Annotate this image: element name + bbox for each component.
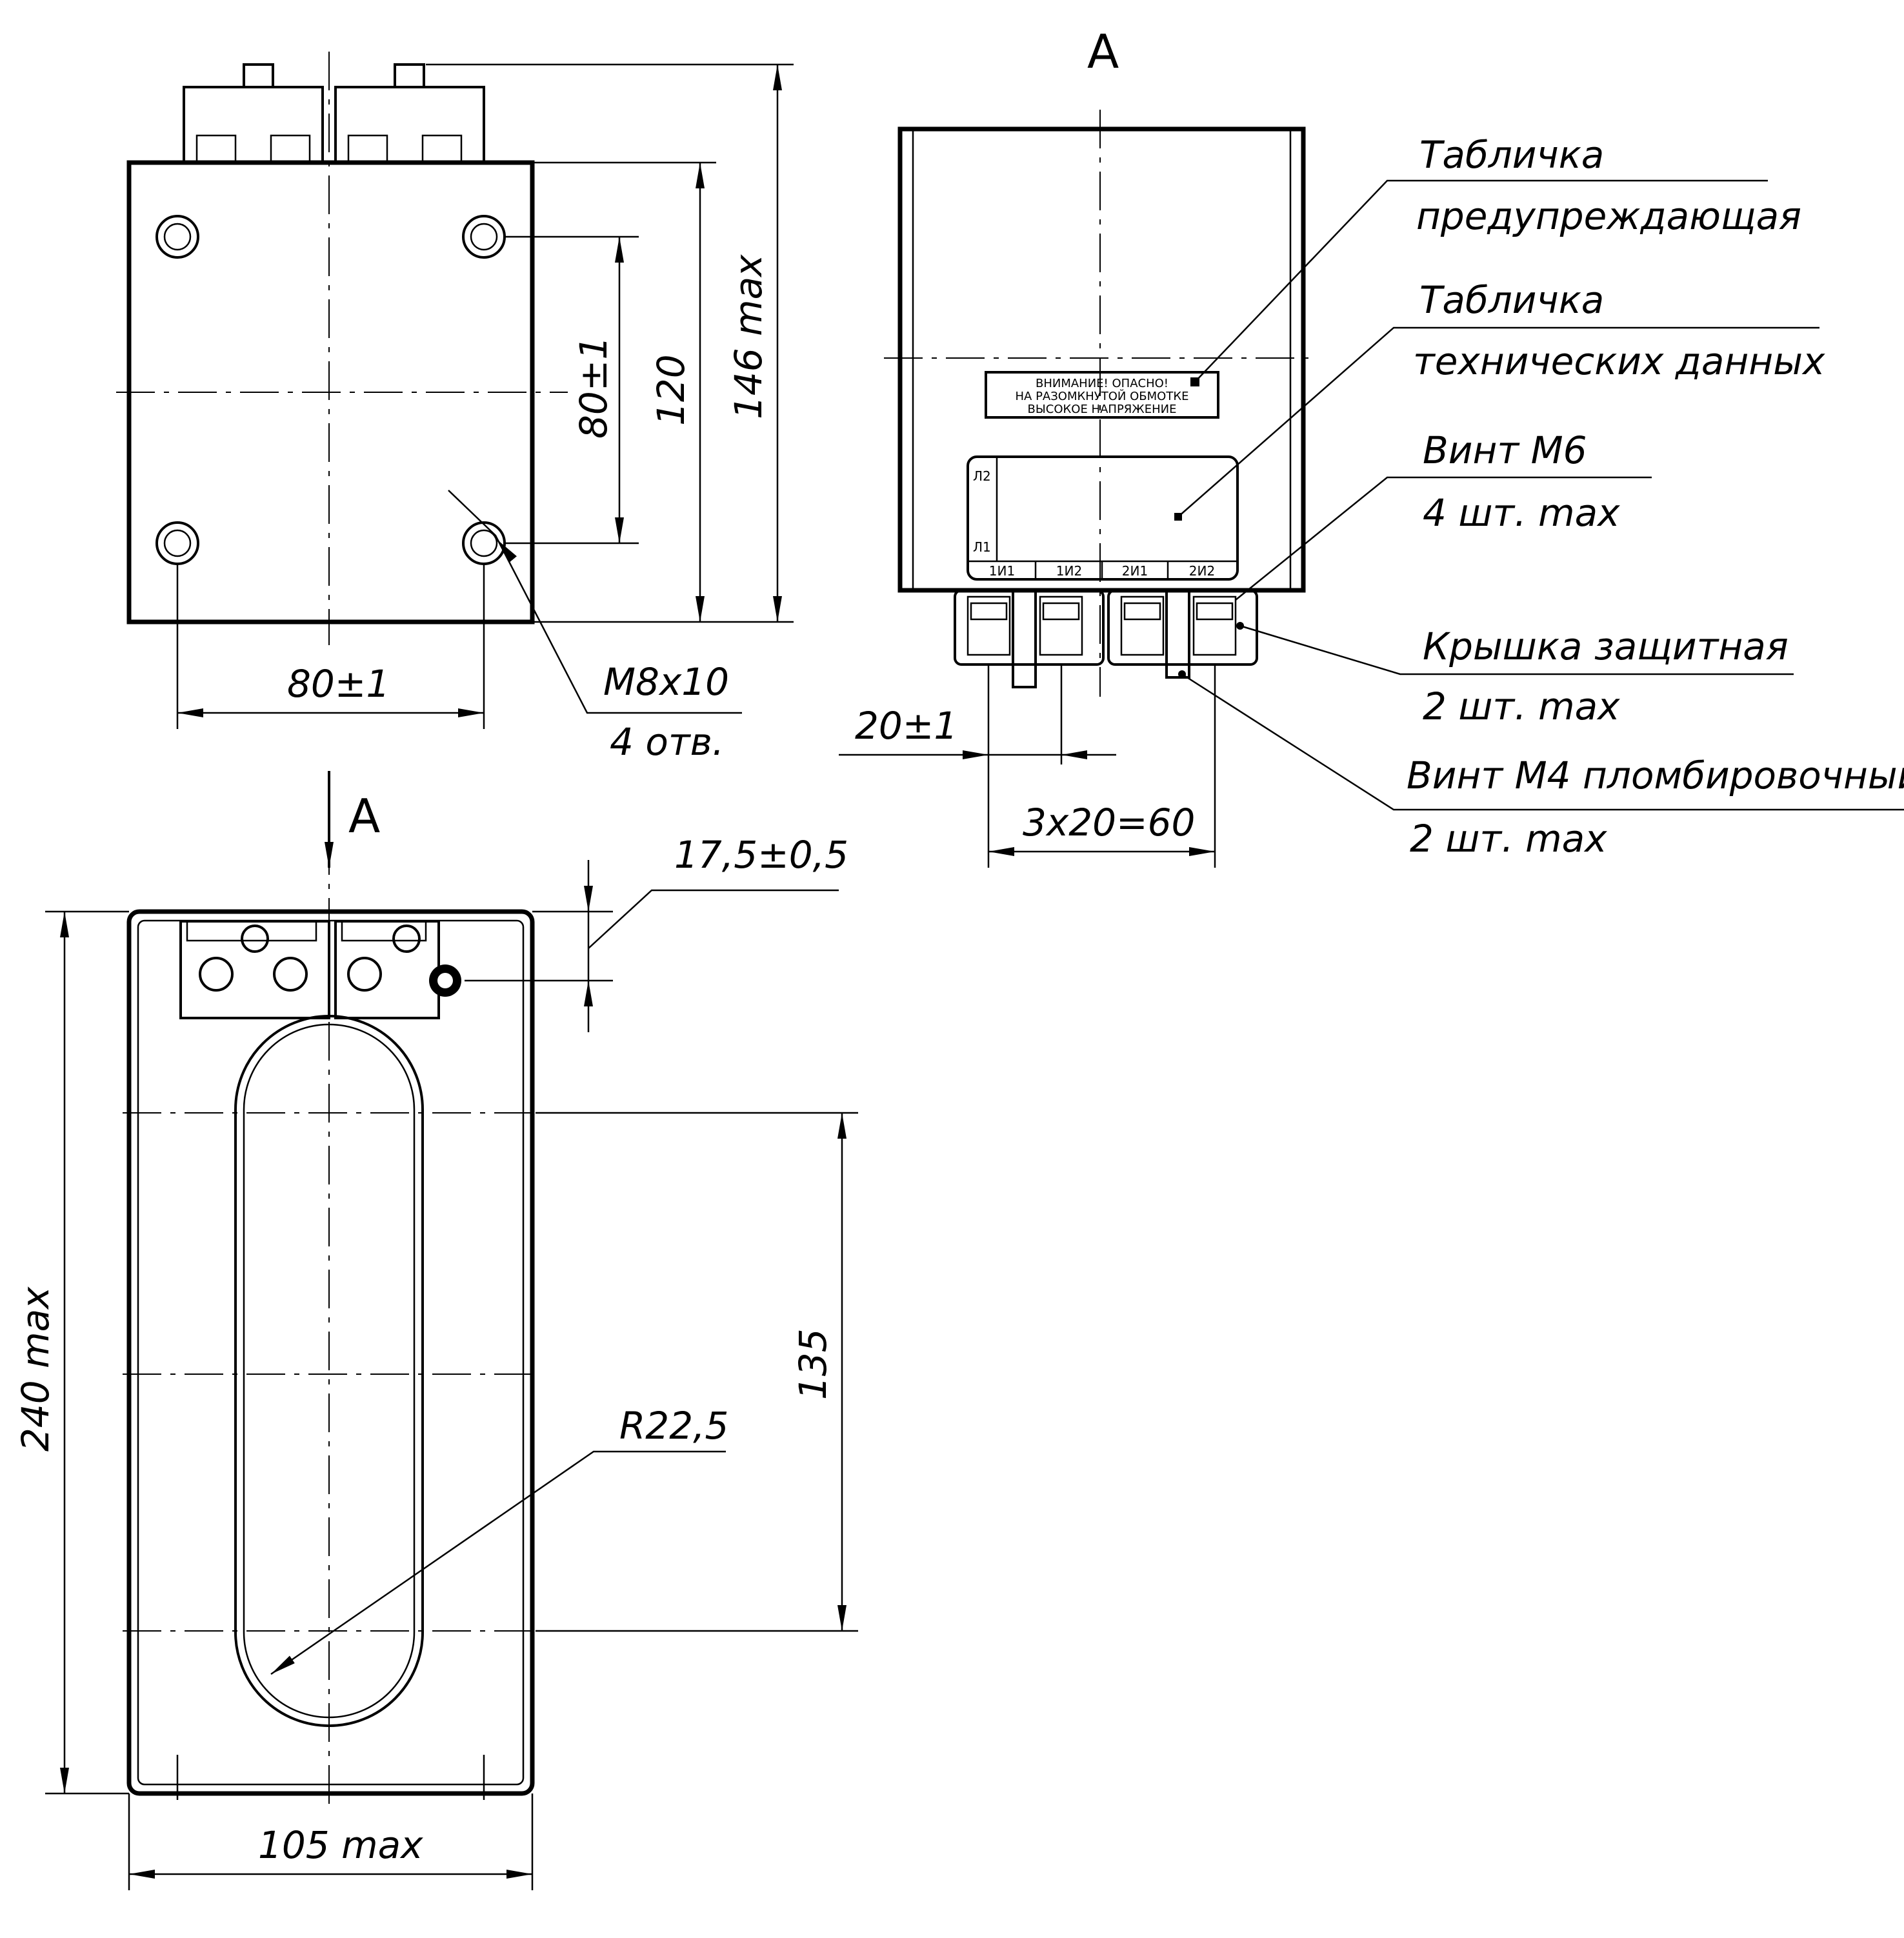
callout-data-plate-title: Табличка [1419,278,1604,322]
callout-warning-plate-title: Табличка [1419,133,1604,177]
dim-holes-height: 80±1 [572,336,616,439]
callout-screw-m6-title: Винт М6 [1423,428,1587,472]
dim-front-width: 105 max [258,1823,423,1867]
top-terminal-screws [195,134,463,164]
callout-cover-qty: 2 шт. max [1423,684,1620,728]
terminal-l2: Л2 [973,468,991,484]
view-a: А ВНИМАНИЕ! ОПАСНО! НА РАЗОМКНУТОЙ ОБМОТ… [839,25,1904,868]
callout-cover-title: Крышка защитная [1423,624,1789,668]
callout-seal-screw-title: Винт М4 пломбировочный [1407,754,1904,797]
terminal-2i1: 2И1 [1122,563,1148,579]
callout-seal-screw-qty: 2 шт. max [1410,817,1607,861]
dim-body-height: 120 [649,354,693,426]
dim-terminal-span: 3x20=60 [1023,801,1195,844]
callouts: Табличка предупреждающая Табличка технич… [1407,133,1904,861]
dim-terminal-step: 20±1 [855,704,957,748]
dim-front-offset: 17,5±0,5 [674,833,848,877]
terminal-1i2: 1И2 [1056,563,1082,579]
warning-plate-line-2: НА РАЗОМКНУТОЙ ОБМОТКЕ [1016,389,1189,403]
terminal-2i2: 2И2 [1189,563,1215,579]
terminal-1i1: 1И1 [989,563,1015,579]
warning-plate-line-1: ВНИМАНИЕ! ОПАСНО! [1036,377,1168,390]
dim-top-width: 80±1 [287,662,390,706]
dim-window-radius: R22,5 [619,1404,728,1448]
mounting-holes [155,215,506,565]
terminal-l1: Л1 [973,539,991,555]
warning-plate-line-3: ВЫСОКОЕ НАПРЯЖЕНИЕ [1028,403,1177,416]
callout-data-plate-desc: технических данных [1413,339,1825,383]
callout-warning-plate-desc: предупреждающая [1416,194,1801,238]
callout-screw-m6-qty: 4 шт. max [1423,491,1620,535]
thread-count-label: 4 отв. [610,720,724,764]
front-terminal-screws [199,924,461,997]
protective-covers [954,589,1258,688]
dim-max-height: 146 max [727,254,770,419]
view-a-label: А [1087,25,1119,79]
thread-label: M8x10 [603,660,729,704]
dim-window-length: 135 [791,1328,835,1400]
front-view: А 17,5±0,5 240 max 105 max 135 R22,5 [14,771,858,1890]
warning-plate: ВНИМАНИЕ! ОПАСНО! НА РАЗОМКНУТОЙ ОБМОТКЕ… [985,371,1219,419]
view-arrow-label: А [348,789,380,843]
top-view: 80±1 80±1 120 146 max M8x10 4 отв. [116,52,794,764]
dim-front-height: 240 max [14,1286,57,1452]
data-plate: Л2 Л1 1И1 1И2 2И1 2И2 [967,455,1239,581]
